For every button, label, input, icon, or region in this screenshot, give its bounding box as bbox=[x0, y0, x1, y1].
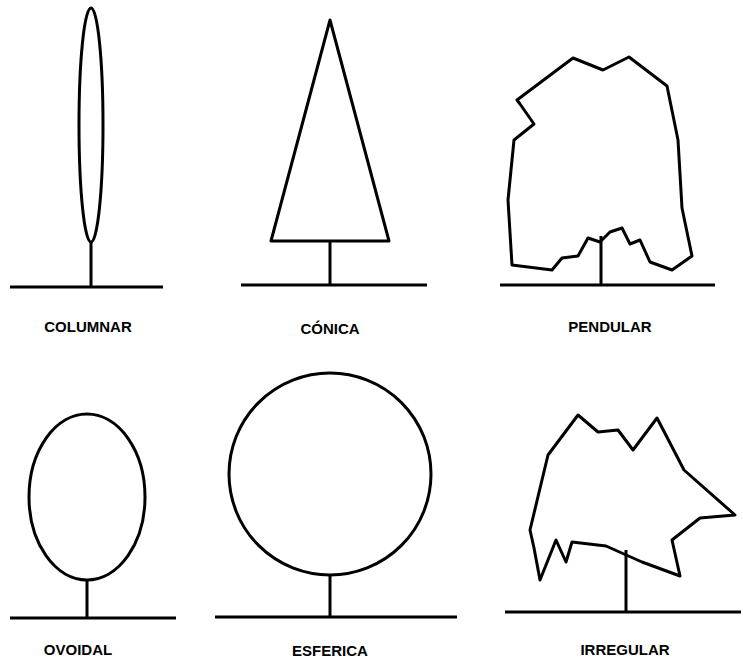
columnar-crown bbox=[79, 8, 103, 242]
tree-trunk bbox=[600, 236, 603, 285]
irregular-crown bbox=[530, 415, 735, 580]
tree-trunk bbox=[90, 242, 93, 287]
ground-line bbox=[500, 284, 715, 287]
shape-label: COLUMNAR bbox=[44, 318, 132, 336]
ground-line bbox=[241, 284, 427, 287]
shape-label: CÓNICA bbox=[300, 320, 359, 338]
tree-trunk bbox=[329, 575, 332, 617]
shape-label: IRREGULAR bbox=[580, 641, 669, 659]
tree-trunk bbox=[625, 550, 628, 612]
tree-trunk bbox=[86, 580, 89, 618]
ground-line bbox=[215, 616, 457, 619]
tree-trunk bbox=[329, 241, 332, 285]
shape-label: PENDULAR bbox=[568, 318, 651, 336]
ground-line bbox=[505, 611, 741, 614]
ground-line bbox=[10, 286, 163, 289]
spherical-crown bbox=[229, 373, 431, 575]
shape-label: OVOIDAL bbox=[44, 641, 112, 659]
conical-crown bbox=[271, 20, 389, 241]
shape-label: ESFERICA bbox=[292, 642, 368, 660]
ground-line bbox=[10, 617, 176, 620]
ovoid-crown bbox=[29, 414, 145, 580]
